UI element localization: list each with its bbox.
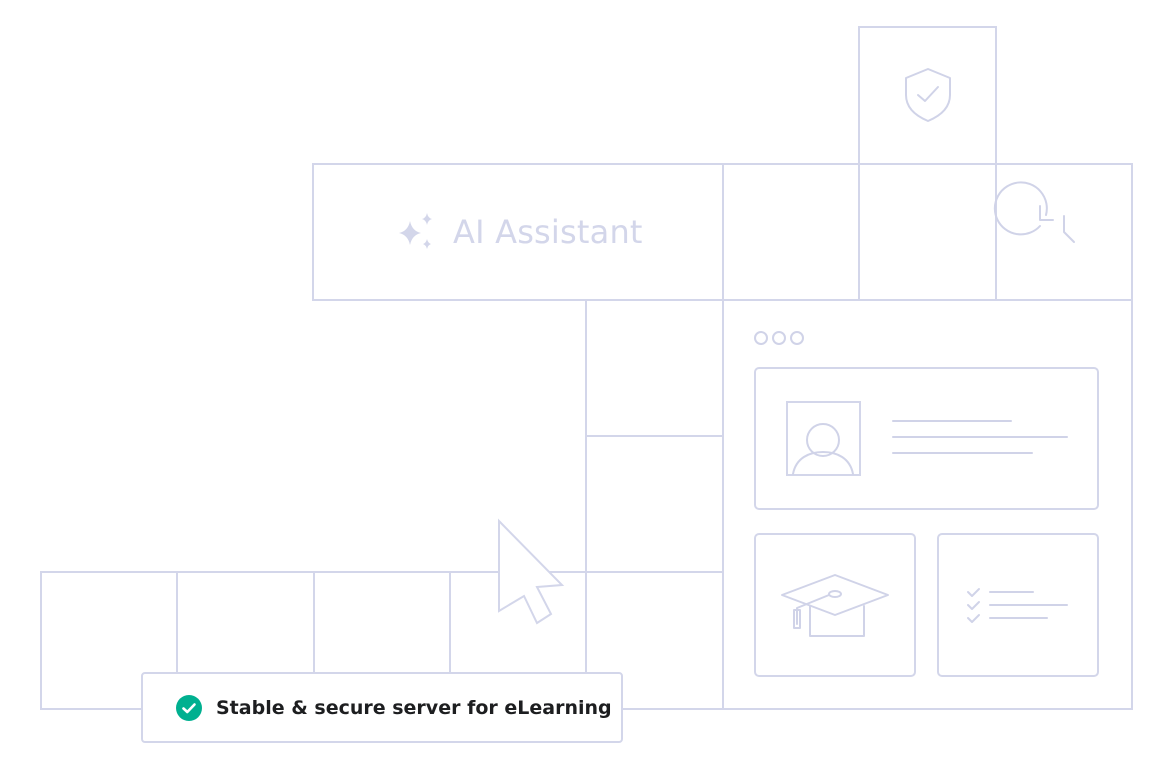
shield-cell xyxy=(858,26,997,165)
checklist-card xyxy=(937,533,1099,677)
profile-card xyxy=(754,367,1099,510)
ai-assistant-label: AI Assistant xyxy=(453,213,643,251)
grid-cell xyxy=(585,299,724,437)
badge-text: Stable & secure server for eLearning xyxy=(216,696,612,719)
avatar-frame xyxy=(786,401,861,476)
course-card xyxy=(754,533,916,677)
grid-cell xyxy=(858,163,997,301)
window-dot-icon xyxy=(772,331,786,345)
window-dot-icon xyxy=(754,331,768,345)
ai-assistant-button[interactable]: AI Assistant xyxy=(397,210,643,254)
checklist-icon xyxy=(967,588,1068,623)
window-dot-icon xyxy=(790,331,804,345)
shield-check-icon xyxy=(905,68,951,122)
feature-badge: Stable & secure server for eLearning xyxy=(141,672,623,743)
sparkles-icon xyxy=(399,213,432,249)
browser-window xyxy=(722,299,1133,710)
grid-cell xyxy=(585,435,724,573)
history-icon[interactable] xyxy=(993,181,1075,243)
check-circle-icon xyxy=(176,694,202,721)
graduation-cap-icon xyxy=(781,574,889,637)
cursor-icon xyxy=(498,518,565,625)
grid-cell xyxy=(722,163,860,301)
user-avatar-icon xyxy=(792,423,854,475)
